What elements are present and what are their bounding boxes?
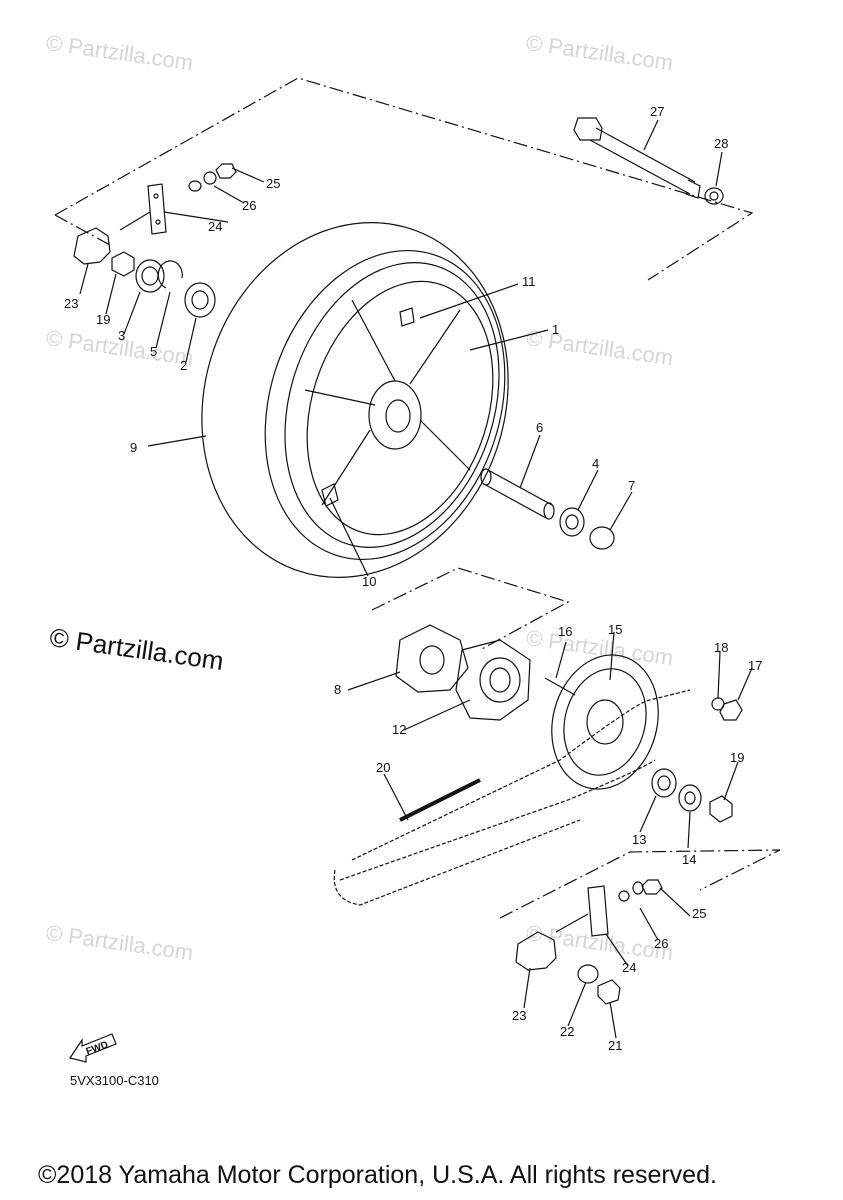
callout-2: 2 <box>180 358 187 373</box>
bearing-13 <box>651 768 677 798</box>
callout-19: 19 <box>96 312 110 327</box>
callout-9: 9 <box>130 440 137 455</box>
circlip <box>157 260 183 289</box>
copyright-notice: ©2018 Yamaha Motor Corporation, U.S.A. A… <box>38 1161 717 1189</box>
hub-plane-outline <box>371 567 570 651</box>
oil-seal <box>135 259 165 293</box>
callout-7: 7 <box>628 478 635 493</box>
callout-23: 23 <box>64 296 78 311</box>
chain-joint <box>399 778 481 822</box>
nut-21 <box>597 979 621 1005</box>
callout-10: 10 <box>362 574 376 589</box>
washer-22 <box>577 964 599 984</box>
callout-26-lower: 26 <box>654 936 668 951</box>
collar <box>111 251 135 277</box>
callout-25-lower: 25 <box>692 906 706 921</box>
fwd-arrow-icon <box>69 1033 117 1063</box>
tire <box>201 222 509 578</box>
assembly-plane-outline <box>54 77 754 281</box>
collar-right <box>589 526 615 550</box>
adjuster-plate-lower <box>587 885 609 937</box>
callout-17: 17 <box>748 658 762 673</box>
callout-23-lower: 23 <box>512 1008 526 1023</box>
washer-lower <box>618 890 630 902</box>
drive-chain-upper <box>351 689 691 861</box>
callout-20: 20 <box>376 760 390 775</box>
rim <box>284 262 500 548</box>
driven-sprocket-hub <box>455 639 531 721</box>
wheel-spokes <box>304 299 471 506</box>
adjusting-bolt <box>119 211 151 231</box>
diagram-code: 5VX3100-C310 <box>70 1073 159 1088</box>
callout-12: 12 <box>392 722 406 737</box>
adjuster-plate <box>147 183 167 235</box>
callout-1: 1 <box>552 322 559 337</box>
callout-21: 21 <box>608 1038 622 1053</box>
bearing-right <box>559 507 585 537</box>
callout-11: 11 <box>522 274 536 289</box>
callout-22: 22 <box>560 1024 574 1039</box>
callout-6: 6 <box>536 420 543 435</box>
fwd-label: FWD <box>85 1040 110 1058</box>
stud-bolt <box>544 677 576 696</box>
balance-weight <box>399 307 415 327</box>
adjusting-bolt-lower <box>555 913 589 933</box>
oil-seal-14 <box>678 784 702 812</box>
hub-damper <box>395 624 469 693</box>
axle-washer <box>704 187 724 205</box>
bearing <box>184 282 216 318</box>
spacer <box>483 469 553 519</box>
collar-19 <box>709 795 733 823</box>
callout-26: 26 <box>242 198 256 213</box>
sprocket-nut <box>719 699 743 721</box>
callout-14: 14 <box>682 852 696 867</box>
callout-4: 4 <box>592 456 599 471</box>
axle-shaft <box>573 117 701 199</box>
callout-13: 13 <box>632 832 646 847</box>
valve <box>321 483 339 507</box>
lower-plane-outline <box>499 849 781 919</box>
nut-lower <box>641 879 663 895</box>
washer <box>188 180 202 192</box>
callout-25: 25 <box>266 176 280 191</box>
callout-27: 27 <box>650 104 664 119</box>
callout-18: 18 <box>714 640 728 655</box>
callout-24-lower: 24 <box>622 960 636 975</box>
adjuster-block <box>73 227 111 265</box>
callout-15: 15 <box>608 622 622 637</box>
callout-5: 5 <box>150 344 157 359</box>
callout-19-right: 19 <box>730 750 744 765</box>
callout-3: 3 <box>118 328 125 343</box>
callout-16: 16 <box>558 624 572 639</box>
adjuster-block-lower <box>515 931 557 971</box>
hub <box>368 380 422 450</box>
callout-28: 28 <box>714 136 728 151</box>
nut <box>215 163 237 179</box>
callout-8: 8 <box>334 682 341 697</box>
callout-24: 24 <box>208 219 222 234</box>
sprocket <box>551 654 659 790</box>
